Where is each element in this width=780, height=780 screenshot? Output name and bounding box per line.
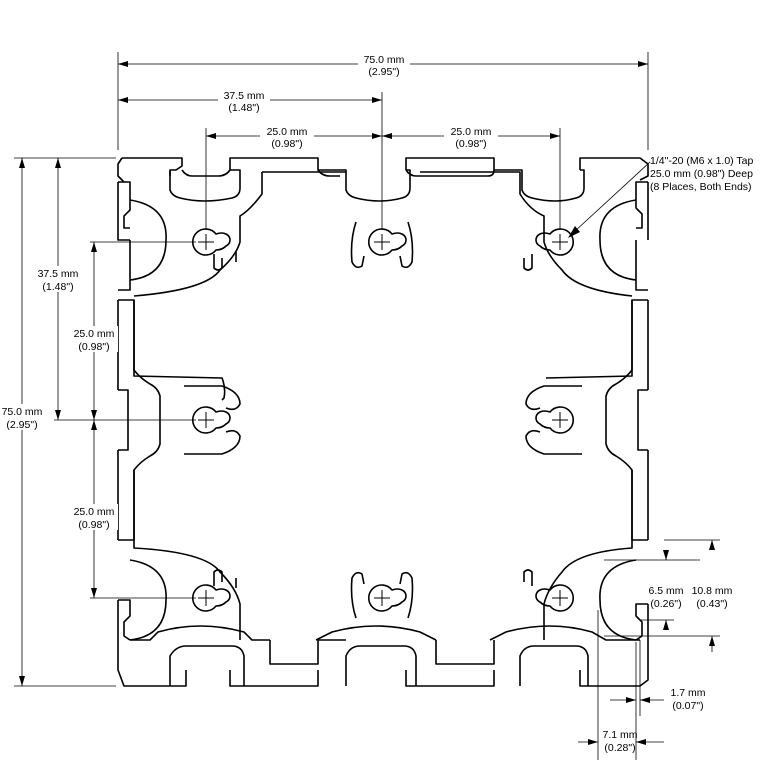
dim-slot-width-in: (0.43") xyxy=(696,598,727,610)
dim-wall-thickness-mm: 1.7 mm xyxy=(670,687,705,699)
dim-slot-width-mm: 10.8 mm xyxy=(692,585,733,597)
dimension-labels: 75.0 mm (2.95") 37.5 mm (1.48") 25.0 mm … xyxy=(0,54,733,754)
tap-note-line1: 1/4"-20 (M6 x 1.0) Tap xyxy=(650,155,753,167)
dim-slot-opening-mm: 6.5 mm xyxy=(648,585,683,597)
dim-slot-depth-mm: 7.1 mm xyxy=(602,729,637,741)
dim-left-pitch-upper-mm: 25.0 mm xyxy=(74,328,115,340)
dim-top-pitch-right-in: (0.98") xyxy=(455,138,486,150)
tap-note: 1/4"-20 (M6 x 1.0) Tap 25.0 mm (0.98") D… xyxy=(650,155,753,193)
dim-top-pitch-left-mm: 25.0 mm xyxy=(267,126,308,138)
dim-top-pitch-right-mm: 25.0 mm xyxy=(451,126,492,138)
bottom-tslots xyxy=(130,625,640,686)
boss-stems xyxy=(184,221,582,619)
dim-left-pitch-lower-mm: 25.0 mm xyxy=(74,506,115,518)
dim-wall-thickness-in: (0.07") xyxy=(672,700,703,712)
dim-left-pitch-lower-in: (0.98") xyxy=(78,519,109,531)
dim-top-overall-mm: 75.0 mm xyxy=(364,54,405,66)
tap-note-line3: (8 Places, Both Ends) xyxy=(650,181,752,193)
corner-lobes xyxy=(129,199,637,641)
dim-slot-depth-in: (0.28") xyxy=(604,742,635,754)
dim-left-half-in: (1.48") xyxy=(42,281,73,293)
dim-top-half-mm: 37.5 mm xyxy=(224,90,265,102)
dim-left-overall-in: (2.95") xyxy=(6,419,37,431)
central-cavity xyxy=(133,171,633,665)
dim-left-overall-mm: 75.0 mm xyxy=(2,406,43,418)
right-tslots xyxy=(605,181,648,641)
dim-top-overall-in: (2.95") xyxy=(368,66,399,78)
tap-note-line2: 25.0 mm (0.98") Deep xyxy=(650,168,753,180)
dim-top-half-in: (1.48") xyxy=(228,102,259,114)
hole-crosshairs xyxy=(198,234,568,606)
dim-left-pitch-upper-in: (0.98") xyxy=(78,341,109,353)
dim-left-half-mm: 37.5 mm xyxy=(38,268,79,280)
dim-top-pitch-left-in: (0.98") xyxy=(271,138,302,150)
dim-slot-opening-in: (0.26") xyxy=(650,598,681,610)
top-tslots xyxy=(169,169,585,202)
left-tslots xyxy=(118,181,161,641)
hole-bosses xyxy=(191,228,575,612)
